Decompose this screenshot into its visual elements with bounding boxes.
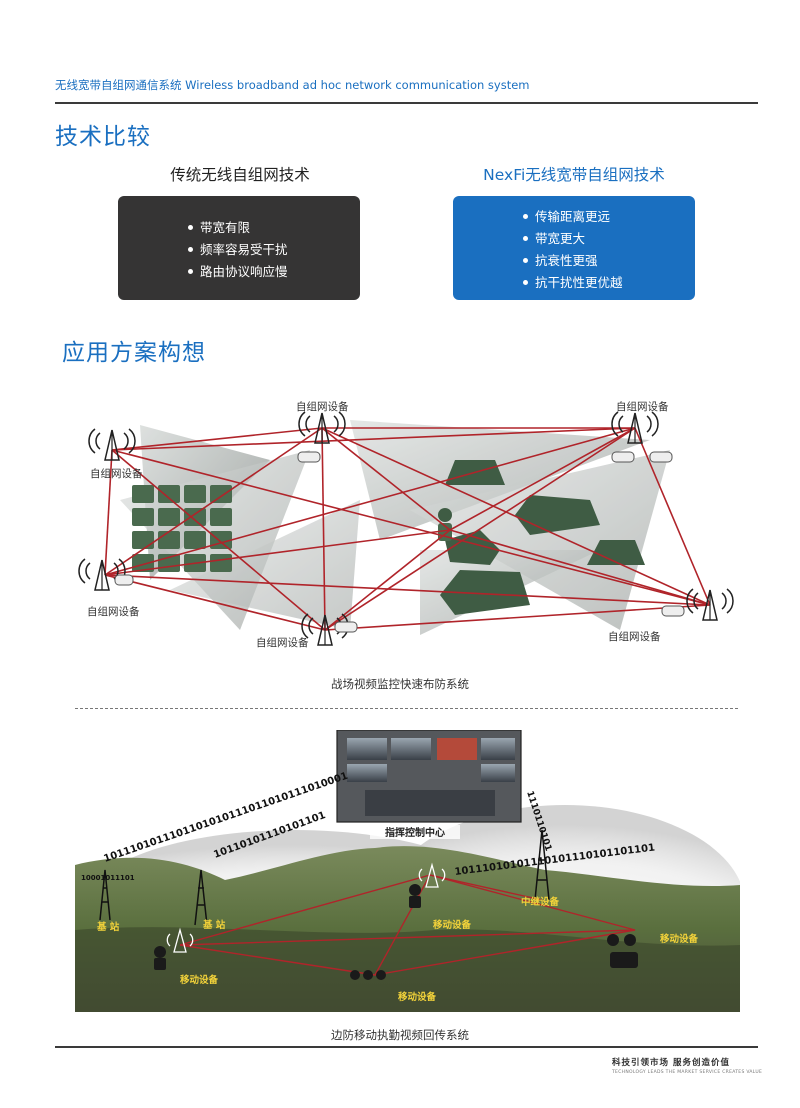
antenna-icon	[166, 927, 194, 953]
footer-divider	[55, 1046, 758, 1048]
node-label: 自组网设备	[256, 636, 309, 649]
bullet-icon	[188, 269, 193, 274]
section-title-application: 应用方案构想	[62, 340, 206, 366]
antenna-icon	[78, 558, 126, 591]
header-divider	[55, 102, 758, 104]
soldier-figure	[154, 884, 638, 980]
footer-subtitle: TECHNOLOGY LEADS THE MARKET SERVICE CREA…	[612, 1070, 763, 1075]
bullet-icon	[523, 214, 528, 219]
border-patrol-diagram: 指挥控制中心 101110101110110101011101101011101…	[75, 730, 740, 1012]
traditional-item: 带宽有限	[188, 217, 360, 239]
mobile-label: 移动设备	[433, 919, 472, 931]
antenna-icon	[686, 588, 734, 621]
camera-icon	[611, 451, 635, 463]
antenna-icon	[88, 428, 136, 461]
diagram1-caption: 战场视频监控快速布防系统	[331, 677, 469, 691]
camera-icon	[297, 451, 321, 463]
node-label: 自组网设备	[87, 605, 140, 618]
bullet-icon	[523, 236, 528, 241]
bullet-icon	[188, 225, 193, 230]
nexfi-tech-title: NexFi无线宽带自组网技术	[483, 166, 665, 184]
diagram2-caption: 边防移动执勤视频回传系统	[331, 1028, 469, 1042]
mesh-links	[179, 874, 636, 976]
mobile-label: 移动设备	[398, 991, 437, 1003]
camera-icon	[334, 621, 358, 633]
base-station-label: 基 站	[202, 919, 226, 931]
antenna-nodes	[78, 411, 734, 646]
antenna-icon	[298, 411, 346, 444]
nexfi-item: 带宽更大	[523, 228, 695, 250]
mobile-label: 移动设备	[660, 933, 699, 945]
nexfi-item: 抗干扰性更优越	[523, 272, 695, 294]
footer-slogan: 科技引领市场 服务创造价值	[612, 1058, 730, 1068]
section-title-comparison: 技术比较	[55, 124, 151, 150]
traditional-item: 频率容易受干扰	[188, 239, 360, 261]
dashed-divider	[75, 708, 738, 709]
tower-icon	[99, 829, 550, 926]
bullet-icon	[523, 258, 528, 263]
header-title: 无线宽带自组网通信系统 Wireless broadband ad hoc ne…	[55, 78, 530, 92]
cameras	[114, 451, 685, 633]
traditional-tech-box: 带宽有限 频率容易受干扰 路由协议响应慢	[118, 196, 360, 300]
antenna-icon	[611, 411, 659, 444]
nexfi-item: 传输距离更远	[523, 206, 695, 228]
camera-icon	[649, 451, 673, 463]
command-center-photo	[336, 730, 522, 823]
bullet-icon	[523, 280, 528, 285]
relay-label: 中继设备	[521, 896, 560, 908]
mesh-links	[104, 427, 711, 631]
battlefield-network-diagram: 自组网设备 自组网设备 自组网设备 自组网设备 自组网设备 自组网设备	[78, 400, 734, 649]
antenna-icon	[418, 862, 446, 888]
nexfi-item: 抗衰性更强	[523, 250, 695, 272]
node-label: 自组网设备	[608, 630, 661, 643]
node-label: 自组网设备	[296, 400, 349, 413]
camera-icon	[114, 574, 134, 586]
binary-stream: 10001011101	[81, 874, 135, 882]
nexfi-tech-box: 传输距离更远 带宽更大 抗衰性更强 抗干扰性更优越	[453, 196, 695, 300]
node-label: 自组网设备	[616, 400, 669, 413]
node-label: 自组网设备	[90, 467, 143, 480]
command-center-label: 指挥控制中心	[385, 826, 445, 839]
bullet-icon	[188, 247, 193, 252]
camera-icon	[661, 605, 685, 617]
traditional-tech-title: 传统无线自组网技术	[170, 166, 310, 184]
traditional-item: 路由协议响应慢	[188, 261, 360, 283]
mobile-label: 移动设备	[180, 974, 219, 986]
base-station-label: 基 站	[96, 921, 120, 933]
